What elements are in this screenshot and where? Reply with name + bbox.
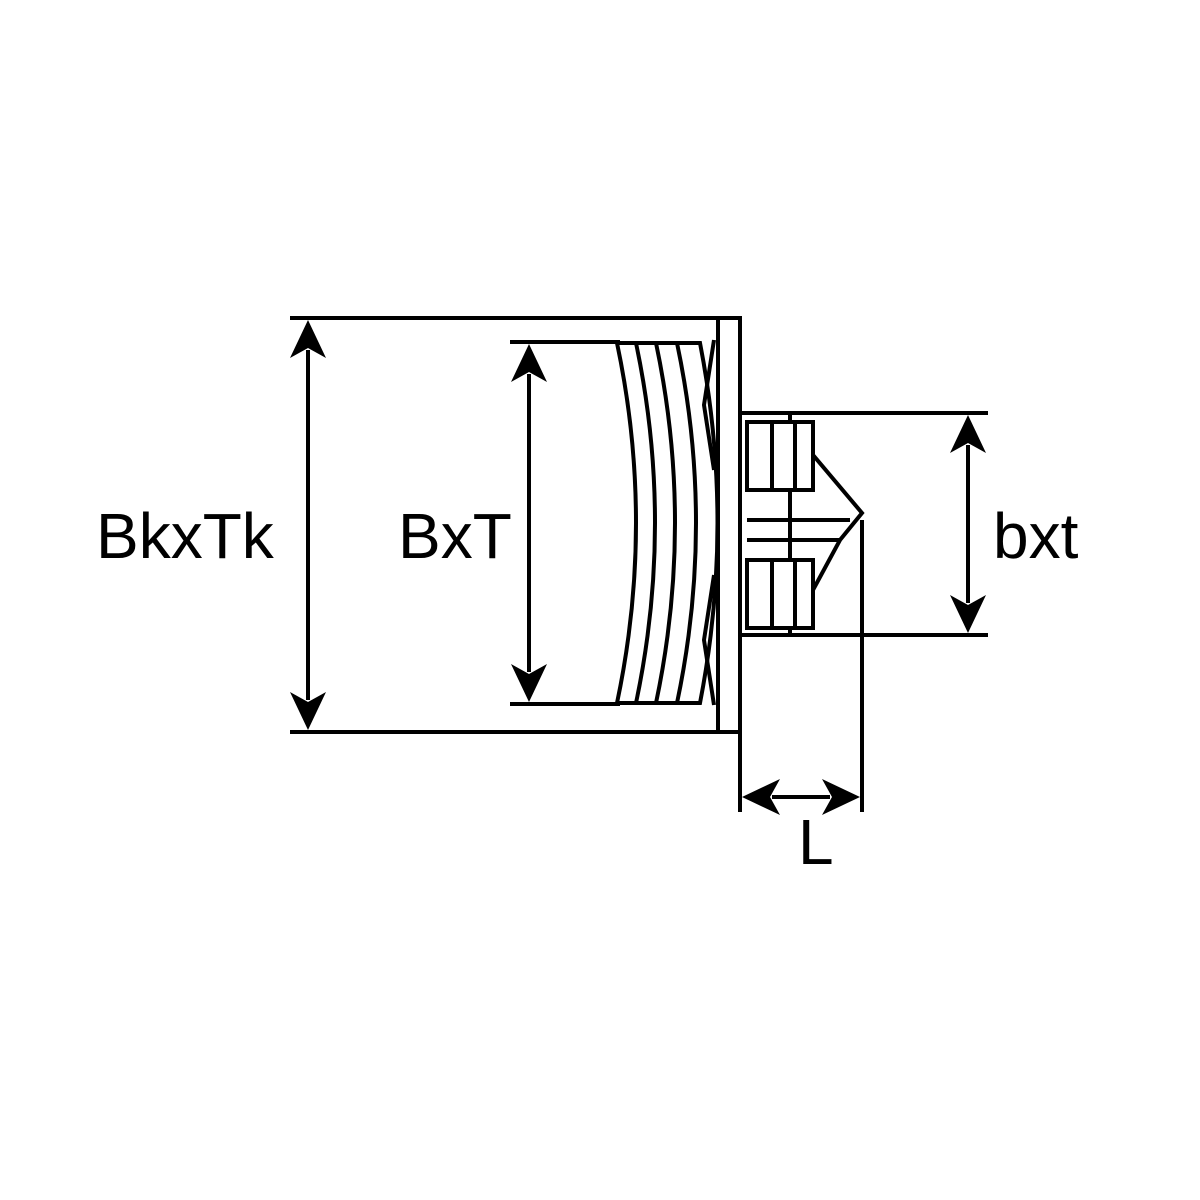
fitting-body [614,316,865,734]
lower-clip [745,558,815,630]
spigot-size-label: bxt [993,500,1079,572]
flange-plate [716,316,742,734]
outer-size-label: BkxTk [96,500,275,572]
lamella-line-1 [634,342,657,704]
dimension-outer [290,320,326,730]
length-label: L [798,806,834,878]
spigot-arrow-down [950,595,986,633]
inner-arrow-up [511,344,547,382]
outer-arrow-down [290,692,326,730]
inner-arrow-down [511,664,547,702]
spigot-arrow-up [950,415,986,453]
length-arrow-right [822,779,860,815]
chevron-bottom [701,574,716,706]
length-arrow-left [742,779,780,815]
dimension-spigot [950,415,986,633]
dimension-length [742,779,860,815]
outer-arrow-up [290,320,326,358]
extension-lines [290,316,988,812]
upper-clip [745,420,815,492]
lamella-line-2 [654,342,677,704]
inner-size-label: BxT [398,500,512,572]
chevron-top [701,339,716,471]
lamella-line-3 [675,342,698,704]
dimension-inner [511,344,547,702]
